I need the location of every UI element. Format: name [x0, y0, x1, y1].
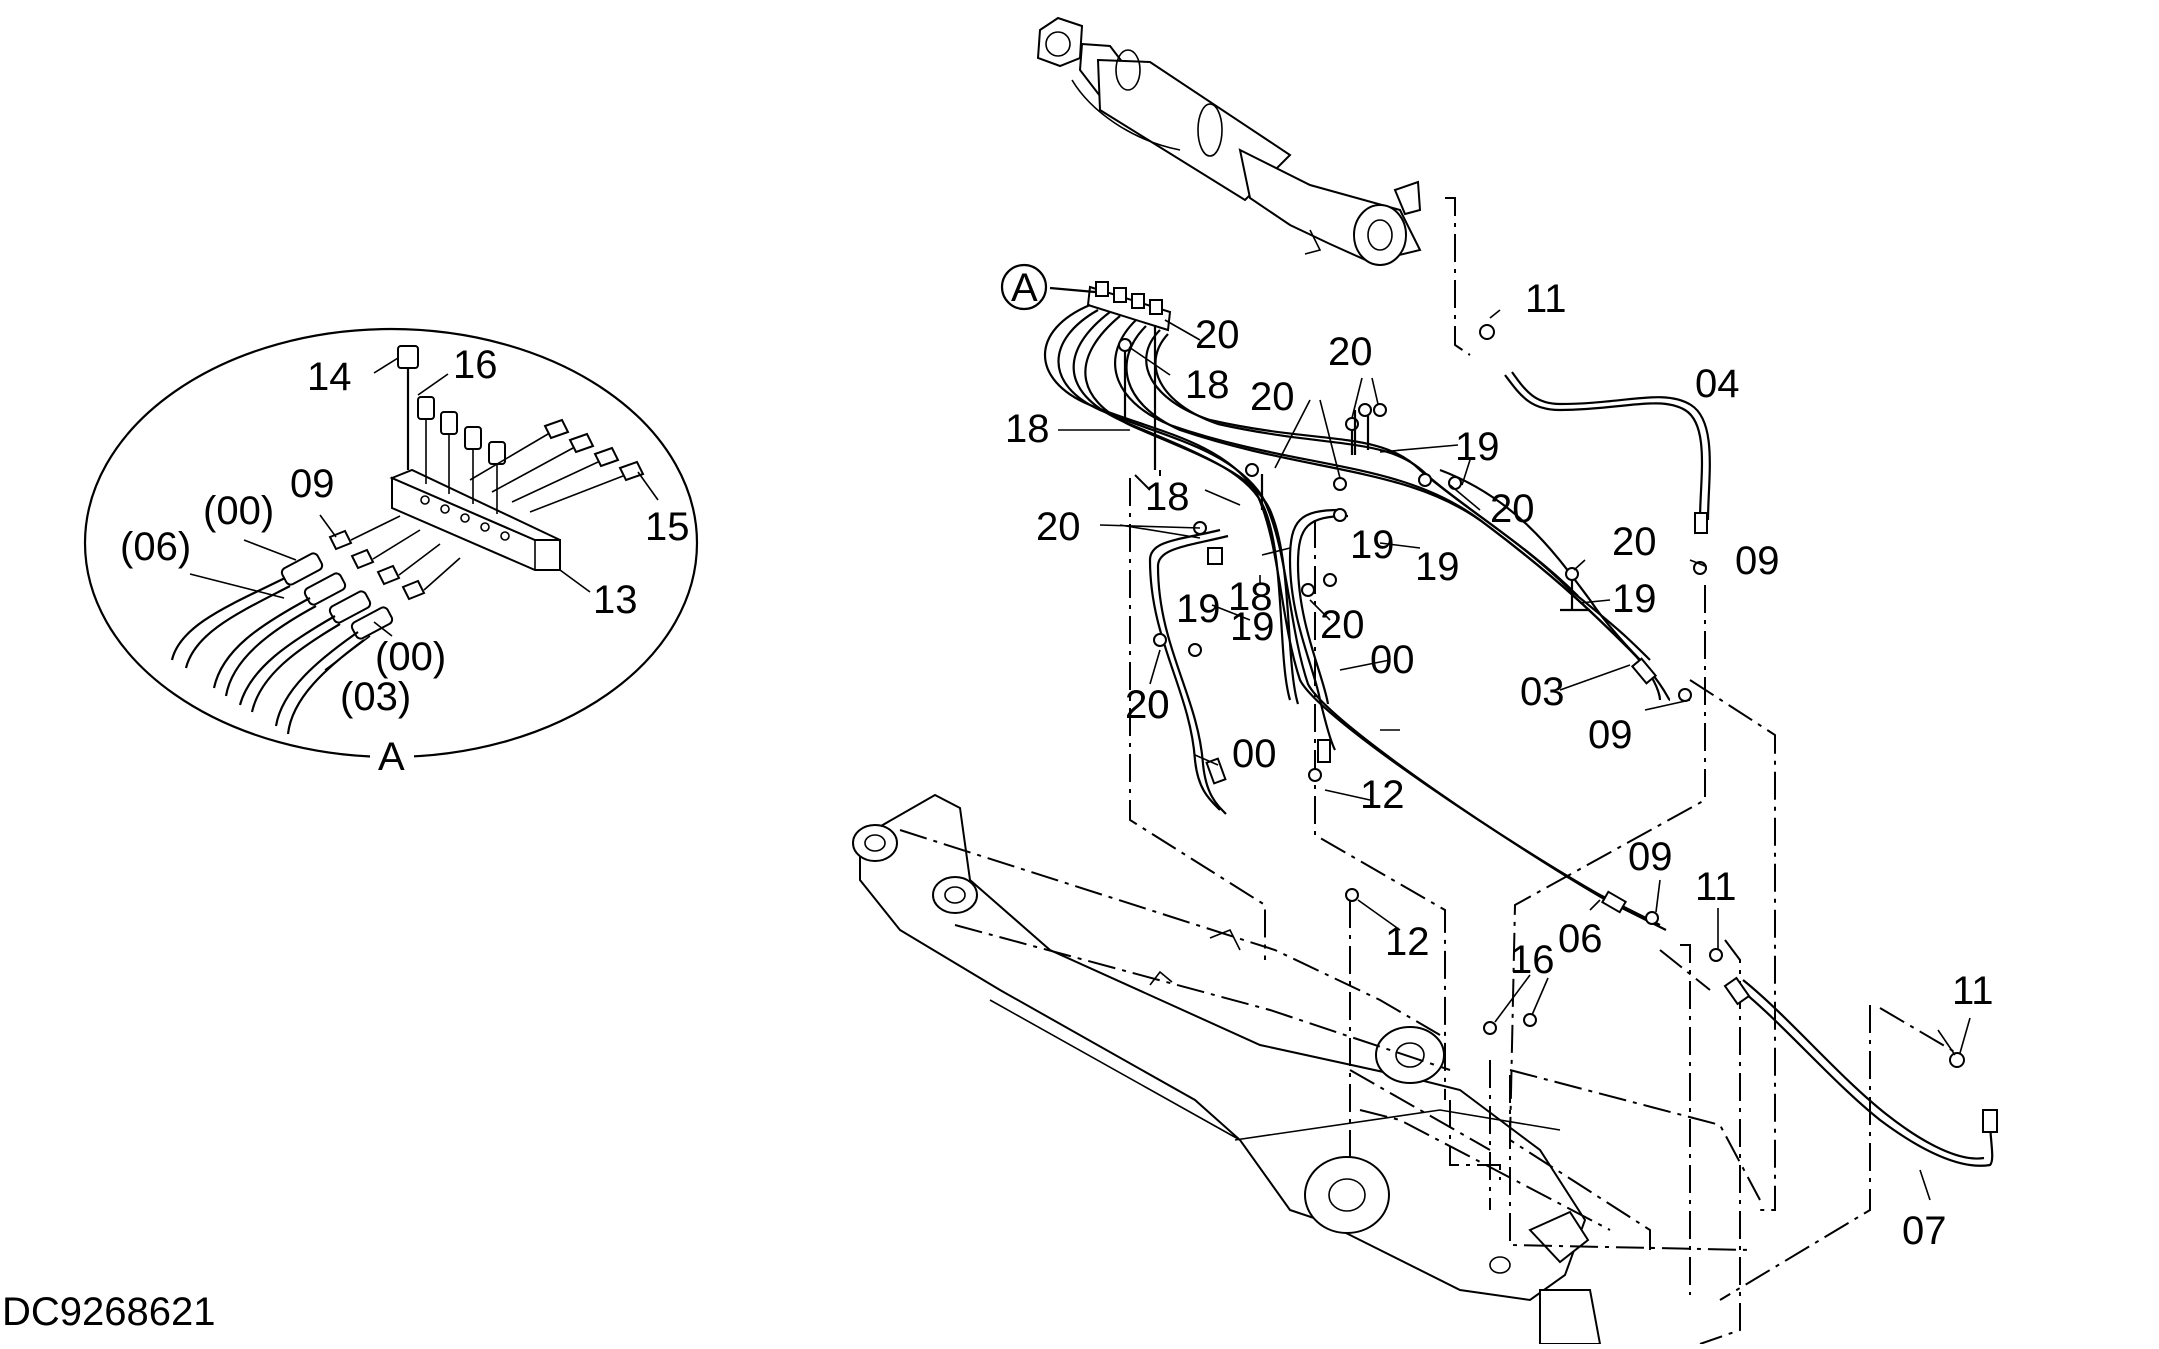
label-07: 07 [1902, 1209, 1947, 1253]
detail-label-00-lower: (00) [375, 635, 446, 679]
hose-routing: A [1000, 263, 1998, 1201]
leader-lines [1058, 309, 1971, 1201]
bolt [373, 345, 419, 470]
detail-label-09: 09 [290, 462, 335, 506]
junction-block [1049, 281, 1172, 332]
fittings-right [469, 418, 659, 513]
label-20-left: 20 [1036, 505, 1081, 549]
label-06: 06 [1558, 917, 1603, 961]
main-labels: 20 18 18 20 20 19 11 04 18 20 20 19 19 2… [1005, 277, 1994, 1253]
label-20-right: 20 [1490, 487, 1535, 531]
label-09-center: 09 [1588, 713, 1633, 757]
label-04: 04 [1695, 362, 1740, 406]
detail-label-14: 14 [307, 355, 352, 399]
detail-a-view: 14 16 09 (00) (06) 15 13 (00) (03) A [83, 327, 699, 779]
label-20-upper-right: 20 [1328, 330, 1373, 374]
label-11-top: 11 [1525, 277, 1567, 321]
label-19-upper-right: 19 [1455, 425, 1500, 469]
detail-caption-a: A [378, 735, 405, 779]
label-09-lower: 09 [1628, 835, 1673, 879]
label-12-lower: 12 [1385, 920, 1430, 964]
label-19-center-right: 19 [1415, 545, 1460, 589]
plugs [417, 373, 506, 514]
label-19-center: 19 [1350, 523, 1395, 567]
main-marker-a-circle [1000, 263, 1048, 311]
detail-label-16: 16 [453, 343, 498, 387]
label-20-top: 20 [1195, 313, 1240, 357]
label-09-top-right: 09 [1735, 539, 1780, 583]
center-lines [899, 197, 1961, 1345]
label-12-upper: 12 [1360, 773, 1405, 817]
detail-label-13: 13 [593, 578, 638, 622]
label-00-center: 00 [1370, 638, 1415, 682]
label-20-far-right: 20 [1612, 520, 1657, 564]
arm-cylinder [1036, 16, 1422, 266]
label-11-middle: 11 [1695, 865, 1737, 909]
label-20-mid: 20 [1250, 375, 1295, 419]
detail-hoses [170, 539, 394, 735]
boom [852, 793, 1602, 1345]
label-19-lower-left: 19 [1230, 605, 1275, 649]
label-19-far-right: 19 [1612, 577, 1657, 621]
label-18-lower: 18 [1228, 575, 1273, 619]
label-20-bottom-left: 20 [1125, 683, 1170, 727]
detail-label-15: 15 [645, 505, 690, 549]
detail-label-06: (06) [120, 525, 191, 569]
manifold-block [389, 468, 561, 571]
detail-label-00-upper: (00) [203, 489, 274, 533]
clamps [1118, 325, 1590, 1035]
label-11-bottom: 11 [1952, 969, 1994, 1013]
label-20-lower: 20 [1320, 603, 1365, 647]
label-18-center: 18 [1145, 475, 1190, 519]
label-19-left: 19 [1176, 587, 1221, 631]
document-code: DC9268621 [2, 1290, 216, 1334]
label-18-left: 18 [1005, 407, 1050, 451]
label-18-top: 18 [1185, 363, 1230, 407]
detail-label-03: (03) [340, 675, 411, 719]
main-marker-a: A [1011, 266, 1038, 310]
fittings-left [319, 514, 461, 601]
label-00-lower: 00 [1232, 732, 1277, 776]
label-16: 16 [1510, 938, 1555, 982]
label-20-bottom: 20 [1125, 683, 1170, 727]
label-03: 03 [1520, 670, 1565, 714]
